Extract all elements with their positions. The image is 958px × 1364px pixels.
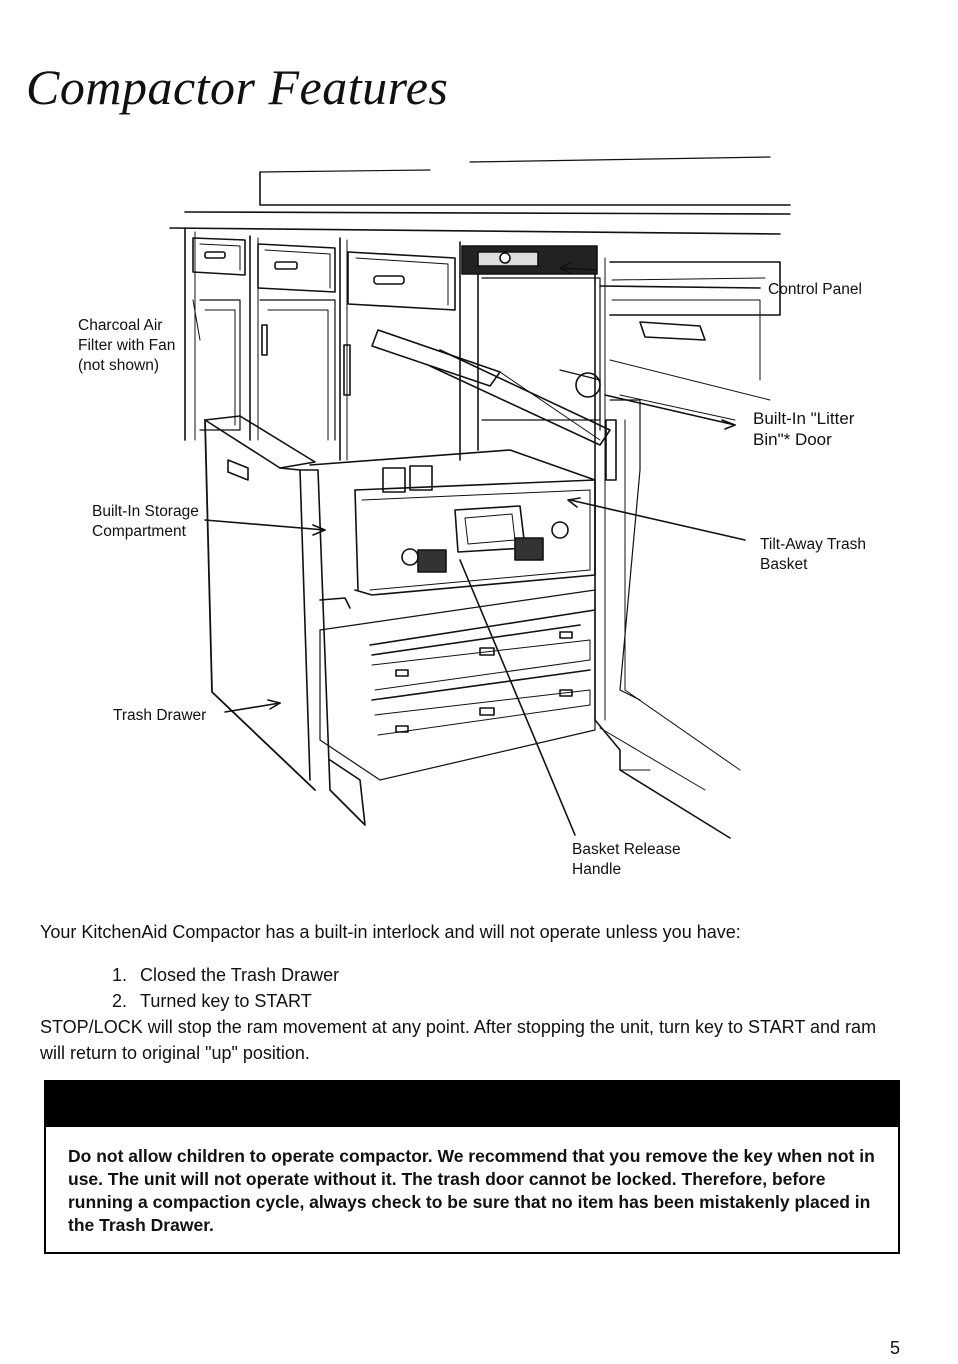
- compactor-diagram: [169, 156, 791, 839]
- interlock-steps: 1. Closed the Trash Drawer 2. Turned key…: [112, 962, 339, 1014]
- warning-box: Do not allow children to operate compact…: [44, 1080, 900, 1254]
- label-tilt-away-basket: Tilt-Away Trash Basket: [760, 536, 866, 573]
- step-text: Turned key to START: [140, 991, 312, 1011]
- warning-text: Do not allow children to operate compact…: [68, 1146, 875, 1235]
- trash-drawer-drawing: [204, 415, 366, 826]
- label-storage-compartment: Built-In Storage Compartment: [92, 503, 199, 540]
- list-item: 1. Closed the Trash Drawer: [112, 962, 339, 988]
- trash-basket-drawing: [309, 449, 596, 609]
- label-charcoal-filter: Charcoal Air Filter with Fan (not shown): [78, 317, 176, 374]
- label-litter-bin-door: Built-In "Litter Bin"* Door: [753, 409, 855, 449]
- list-item: 2. Turned key to START: [112, 988, 339, 1014]
- step-text: Closed the Trash Drawer: [140, 965, 340, 985]
- top-drawers: [192, 237, 781, 381]
- control-panel-drawing: [461, 245, 601, 421]
- cabinet-base: [594, 719, 731, 839]
- countertop: [169, 156, 791, 235]
- leader-lines: [192, 262, 761, 836]
- warning-header-bar: [46, 1082, 898, 1127]
- stop-lock-paragraph: STOP/LOCK will stop the ram movement at …: [40, 1017, 877, 1063]
- page-title: Compactor Features: [26, 59, 449, 115]
- step-number: 2.: [112, 991, 128, 1011]
- label-trash-drawer: Trash Drawer: [113, 707, 207, 724]
- step-number: 1.: [112, 965, 128, 985]
- intro-text: Your KitchenAid Compactor has a built-in…: [40, 922, 741, 942]
- label-control-panel: Control Panel: [768, 281, 862, 298]
- litter-bin-door-drawing: [371, 329, 611, 446]
- drawer-slides: [319, 589, 596, 781]
- page-number: 5: [890, 1338, 901, 1358]
- label-basket-release: Basket Release Handle: [572, 841, 681, 878]
